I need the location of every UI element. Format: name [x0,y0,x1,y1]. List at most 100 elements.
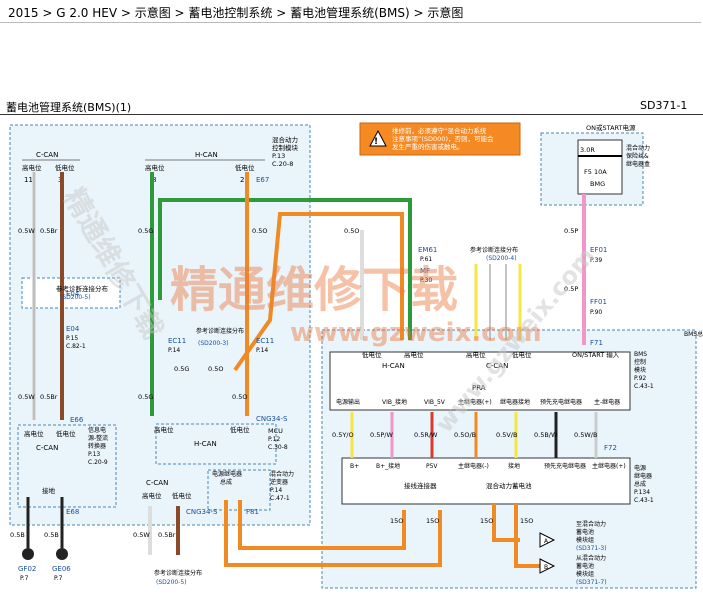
ground-gf02-icon [22,548,34,560]
warning-icon-mark: ! [374,137,378,147]
converter-frame [17,424,117,508]
wire-05g-3: 0.5G [174,365,189,373]
wire-05br-1: 0.5Br [40,227,58,235]
ref-ec11-b: P.14 [256,347,268,354]
hcu-pin-20: 20 [240,176,249,184]
pra-label: PRA [472,384,486,392]
hvinv-name-2: 逆变器 [270,478,288,486]
wire-05p-2: 0.5P [564,285,578,293]
wire-05ob: 0.5O/B [454,431,476,439]
from-b-3: 模块组 [576,570,594,578]
conv-pin-low: 低电位 [56,429,76,438]
to-a-2: 蓄电池 [576,528,594,536]
connector-cng34-a[interactable]: CNG34-S [256,415,288,423]
wire-05g-1: 0.5G [138,227,153,235]
ground-gf02[interactable]: GF02 [18,565,36,573]
relay-box [341,457,631,505]
diag-label-2: 参考诊断连接分布 [196,327,244,335]
wire-05o-4: 0.5O [344,227,359,235]
mcu-frame [155,423,277,465]
pra-box [329,351,631,411]
connector-e04-b[interactable]: E04 [66,325,80,333]
power-relay-name-2: 总成 [220,478,232,486]
pra-precharge: 预先充电继电器 [540,398,582,406]
diag-label: 参考诊断连接分布 [56,284,109,293]
watermark-url: www.gzweix.com [290,318,542,348]
wire-05rw: 0.5R/W [414,431,438,439]
connector-e66[interactable]: E66 [70,416,84,424]
diagram-title: 蓄电池管理系统(BMS)(1) [6,101,132,114]
hcu-pin-low-2: 低电位 [235,163,255,172]
arrow-b-letter: B [544,564,548,571]
connector-cng34-b[interactable]: CNG34-S [186,508,218,516]
wire-to-a [492,504,520,542]
ref-ef01: P.39 [590,257,602,264]
connector-ec11-b[interactable]: EC11 [256,337,274,345]
bms-ccan-low: 低电位 [512,350,532,359]
wire-15o-2: 15O [426,517,439,525]
mcu-low: 低电位 [230,425,250,434]
connector-e68[interactable]: E68 [66,508,79,516]
wire-05pw: 0.5P/W [370,431,393,439]
connector-f71[interactable]: F71 [590,339,603,347]
bms-ccan-high: 高电位 [466,350,486,359]
hcu-pin-high-2: 高电位 [145,163,165,172]
wire-15o-3: 15O [480,517,493,525]
connector-f72[interactable]: F72 [604,444,617,452]
conv-name-1: 信息电 [88,426,106,434]
connector-mf[interactable]: MF [420,267,430,275]
wire-from-b [514,504,540,568]
conv-ccan: C-CAN [36,444,58,452]
wire-15o-4: 15O [520,517,533,525]
hvinv-name-1: 混合动力 [270,470,294,478]
lower-diag-sd: (SD200-5) [156,579,187,586]
wire-05o-2: 0.5O [232,393,247,401]
bms-ref2: C.43-1 [634,383,654,390]
fuse-side-1: 混合动力 [626,144,650,152]
connector-ff01[interactable]: FF01 [590,298,607,306]
wire-05bw: 0.5B/W [534,431,558,439]
relay-ref2: C.43-1 [634,497,654,504]
fuse-top: 3.0R [580,146,595,154]
wire-hv-plus [224,500,442,567]
watermark-main: 精通维修下载 [170,262,459,318]
pra-vib5: VIB_5V [424,399,446,406]
to-a-sd: (SD371-3) [576,545,607,552]
warning-icon [369,129,387,147]
wire-05br-3: 0.5Br [158,531,176,539]
connector-f81[interactable]: F81 [246,508,259,516]
hcu-name-2: 控制模块 [272,143,299,152]
from-b-2: 蓄电池 [576,562,594,570]
breadcrumb[interactable]: 2015 > G 2.0 HEV > 示意图 > 蓄电池控制系统 > 蓄电池管理… [8,6,464,20]
mcu-ref2: C.30-8 [268,444,288,451]
relay-name-3: 总成 [634,480,646,488]
warning-line-1: 维修前，必须遵守“混合动力系统 [392,126,487,135]
ref-ff01: P.90 [590,309,602,316]
ground-ge06[interactable]: GE06 [52,565,71,573]
wire-05w-1: 0.5W [18,227,35,235]
lower-diag: 参考诊断连接分布 [154,569,202,577]
mcu-hcan: H-CAN [194,440,217,448]
connector-em61[interactable]: EM61 [418,246,437,254]
connector-e04[interactable]: E04 [66,290,80,298]
conv-pin-high: 高电位 [24,429,44,438]
bms-name: BMS总成 [684,330,703,338]
lower-high: 高电位 [142,491,162,500]
from-b-sd: (SD371-7) [576,579,607,586]
fuse-rating: F5 10A [584,168,607,176]
conv-gnd: 接地 [42,486,56,495]
connector-ef01[interactable]: EF01 [590,246,607,254]
wire-05b-1: 0.5B [10,531,25,539]
diag-connector-box [21,277,121,309]
connector-e67[interactable]: E67 [256,176,269,184]
pra-main-neg: 主-继电器 [594,398,620,406]
connector-ec11-a[interactable]: EC11 [168,337,186,345]
diagram-header [0,96,703,115]
fuse-box [577,139,623,195]
ref-mf: P.30 [420,277,432,284]
diag-sd-2: (SD200-3) [198,340,229,347]
hvinv-ref2: C.47-1 [270,495,290,502]
conv-ref: P.13 [88,451,100,458]
hcan-label-hcu: H-CAN [195,151,218,159]
